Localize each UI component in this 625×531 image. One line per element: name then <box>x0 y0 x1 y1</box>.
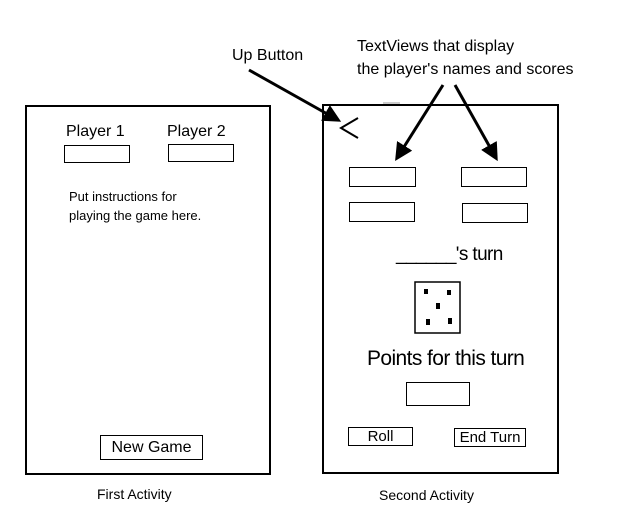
player2-label: Player 2 <box>167 123 226 140</box>
instructions-line1: Put instructions for <box>69 189 177 204</box>
up-button-annotation: Up Button <box>232 47 304 64</box>
player1-name-field[interactable] <box>64 145 130 163</box>
first-activity-screen <box>25 105 271 475</box>
up-button[interactable] <box>336 112 362 144</box>
die-five-icon <box>414 281 461 334</box>
die-image <box>414 281 461 334</box>
second-activity-caption: Second Activity <box>379 487 474 503</box>
turn-text: ______'s turn <box>396 244 503 265</box>
chevron-left-icon <box>339 117 359 139</box>
new-game-button[interactable]: New Game <box>100 435 203 460</box>
first-activity-caption: First Activity <box>97 486 172 502</box>
player1-label: Player 1 <box>66 123 125 140</box>
points-textview <box>406 382 470 406</box>
points-label: Points for this turn <box>367 347 525 370</box>
textviews-annotation-line1: TextViews that display <box>357 38 515 55</box>
player2-score-textview <box>462 203 528 223</box>
player2-name-textview <box>461 167 527 187</box>
textviews-annotation-line2: the player's names and scores <box>357 61 574 78</box>
end-turn-button[interactable]: End Turn <box>454 428 526 447</box>
player1-score-textview <box>349 202 415 222</box>
player1-name-textview <box>349 167 416 187</box>
roll-button[interactable]: Roll <box>348 427 413 446</box>
player2-name-field[interactable] <box>168 144 234 162</box>
instructions-line2: playing the game here. <box>69 208 202 223</box>
